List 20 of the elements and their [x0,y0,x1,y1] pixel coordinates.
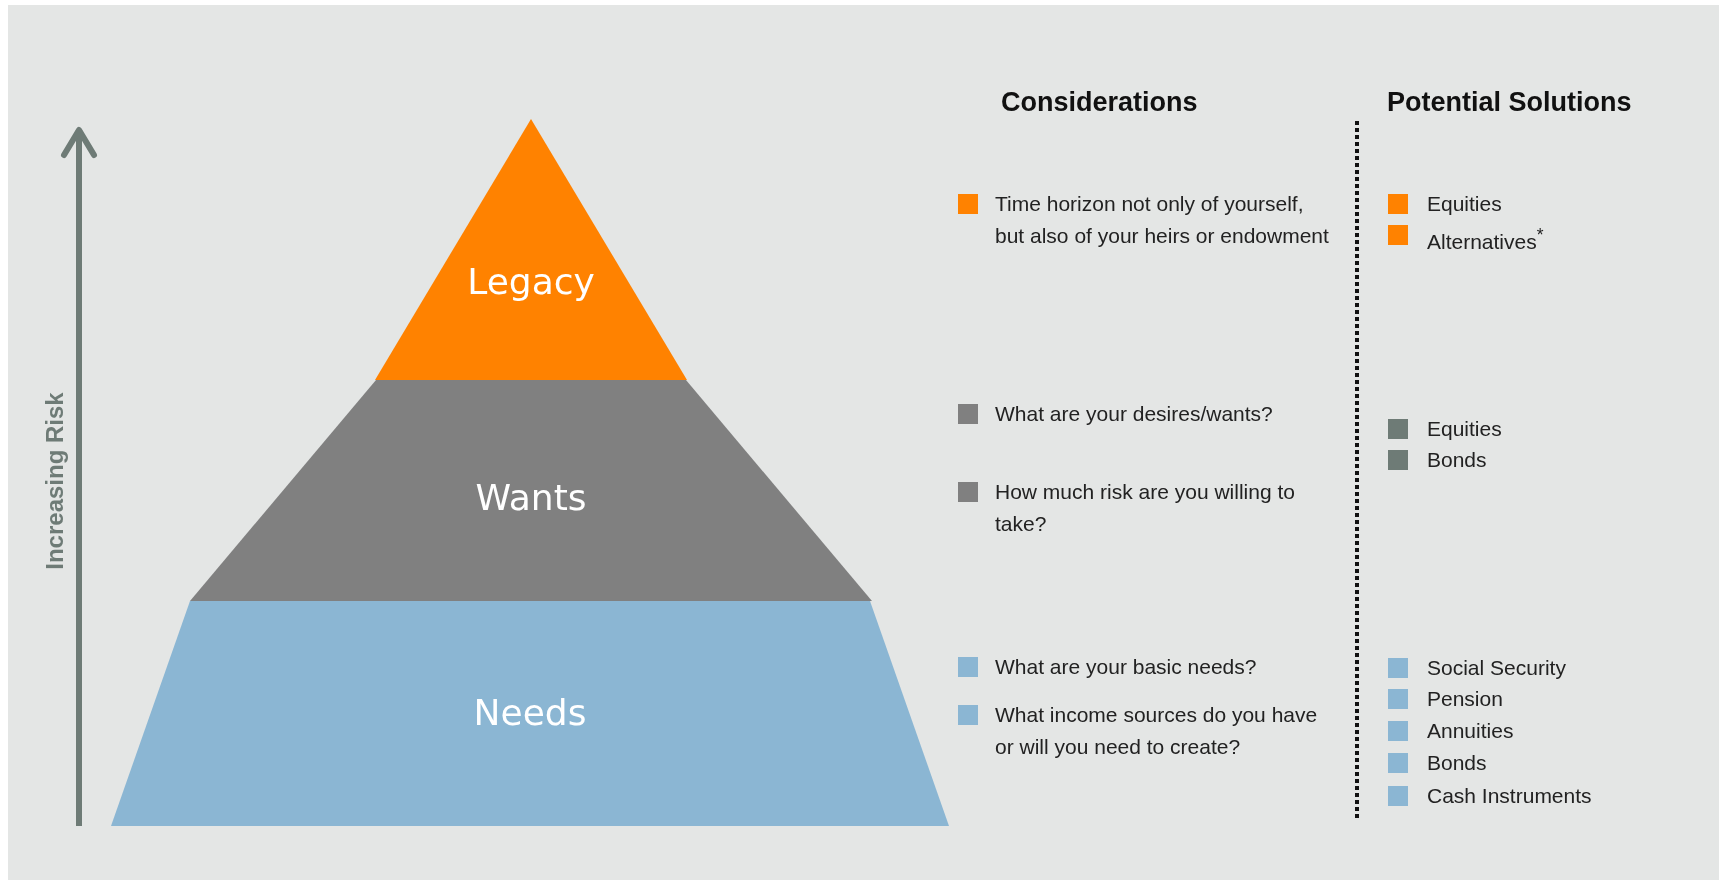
tier-label: Legacy [466,261,596,302]
solution-text: Pension [1427,686,1504,712]
tier-label: Wants [474,477,588,518]
solution-text: Social Security [1427,655,1567,681]
consideration-text: What are your desires/wants? [995,401,1274,427]
solution-text: Bonds [1427,447,1488,473]
consideration-text: How much risk are you willing to take? [995,479,1296,537]
column-heading: Considerations [1001,87,1198,118]
solution-text: Equities [1427,416,1503,442]
consideration-text: Time horizon not only of yourself, but also of your heirs or endowment [995,191,1330,249]
solution-text: Annuities [1427,718,1515,744]
axis-label: Increasing Risk [41,392,69,570]
consideration-text: What are your basic needs? [995,654,1258,680]
solution-text: Equities [1427,191,1503,217]
solution-text: Cash Instruments [1427,783,1593,809]
solution-text: Bonds [1427,750,1488,776]
column-heading: Potential Solutions [1387,87,1632,118]
consideration-text: What income sources do you have or will you need to create? [995,702,1319,760]
solution-text: Alternatives$^{*}$ [1427,224,1545,255]
tier-label: Needs [472,692,588,733]
